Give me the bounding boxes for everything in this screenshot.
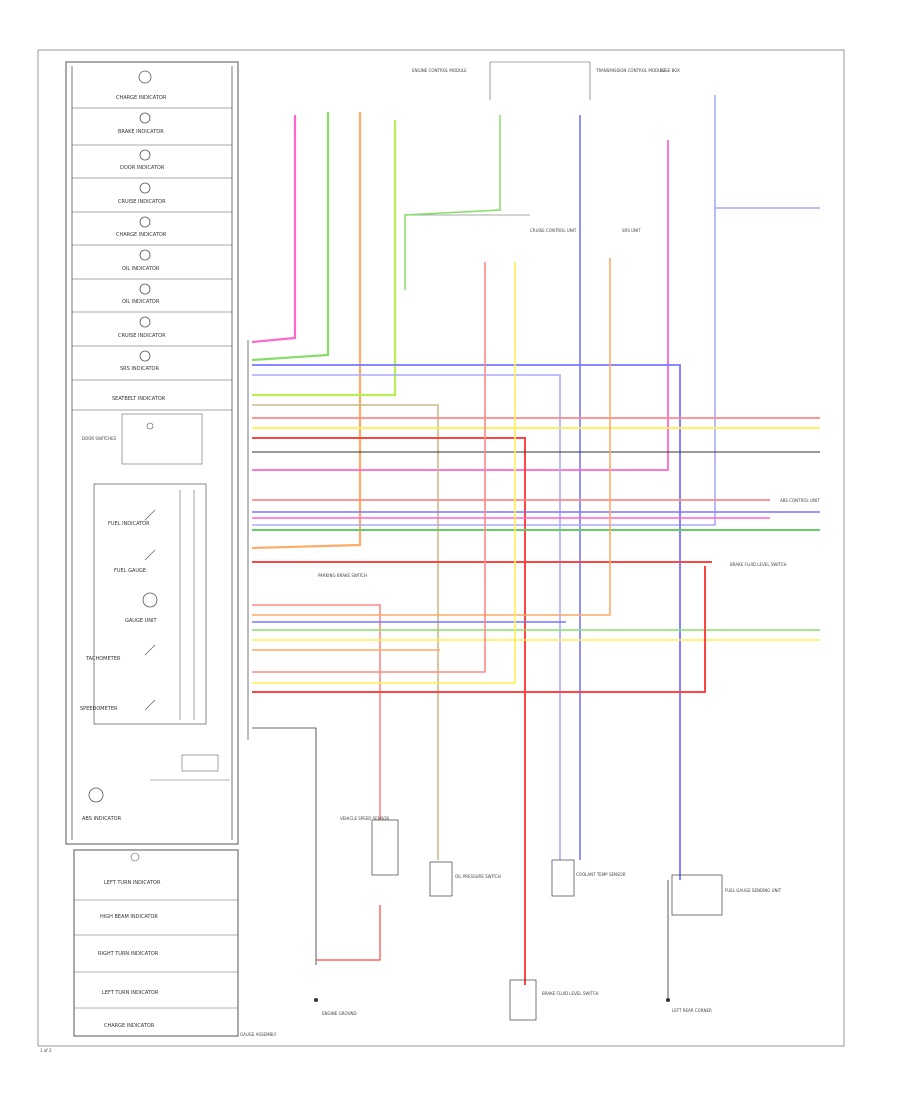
brake-fluid-box xyxy=(509,979,537,1021)
harness-wires xyxy=(251,95,820,1000)
cluster-indicators: CHARGE INDICATOR BRAKE INDICATOR DOOR IN… xyxy=(72,70,232,465)
fuel-gauge-label: FUEL GAUGE xyxy=(114,568,146,574)
fuse-box-label: FUSE BOX xyxy=(660,68,680,73)
gauge-assembly-box xyxy=(65,61,239,845)
fuel-sending-box xyxy=(671,874,723,916)
indicator-row: CHARGE INDICATOR xyxy=(72,216,232,246)
indicator-label: OIL INDICATOR xyxy=(122,266,160,272)
indicator-label: CHARGE INDICATOR xyxy=(116,232,167,238)
indicator-label: CRUISE INDICATOR xyxy=(118,333,166,339)
diagram-frame xyxy=(37,49,845,1047)
indicator-row: OIL INDICATOR xyxy=(72,249,232,280)
indicator-label: SRS INDICATOR xyxy=(120,366,159,372)
indicator-row: OIL INDICATOR xyxy=(72,283,232,313)
oil-pressure-box xyxy=(429,861,453,897)
gauge-unit: FUEL INDICATOR FUEL GAUGE GAUGE UNIT TAC… xyxy=(80,490,230,822)
gauge-assembly-label: GAUGE ASSEMBLY xyxy=(240,1032,277,1037)
indicator-label: BRAKE INDICATOR xyxy=(118,129,164,135)
lower-indicator-label: LEFT TURN INDICATOR xyxy=(104,880,161,886)
gauge-unit-box xyxy=(93,483,207,725)
coolant-sensor-label: COOLANT TEMP SENSOR xyxy=(576,872,626,877)
indicator-row: DOOR INDICATOR xyxy=(72,149,232,179)
ground-engine-label: ENGINE GROUND xyxy=(322,1011,357,1016)
coolant-sensor-box xyxy=(551,859,575,897)
srs-unit-label: SRS UNIT xyxy=(622,228,641,233)
indicator-label: CHARGE INDICATOR xyxy=(116,95,167,101)
oil-pressure-label: OIL PRESSURE SWITCH xyxy=(455,874,501,879)
lower-indicator-label: RIGHT TURN INDICATOR xyxy=(98,951,159,957)
speedometer-label: SPEEDOMETER xyxy=(80,706,118,712)
indicator-row: SRS INDICATOR xyxy=(72,350,232,381)
indicator-label: CRUISE INDICATOR xyxy=(118,199,166,205)
indicator-row: BRAKE INDICATOR xyxy=(72,112,232,146)
parking-brake-label: PARKING BRAKE SWITCH xyxy=(318,573,367,578)
brake-fluid-label: BRAKE FLUID LEVEL SWITCH xyxy=(730,562,787,567)
page-id: 1 of 2 xyxy=(40,1048,52,1053)
brake-fluid-switch-label: BRAKE FLUID LEVEL SWITCH xyxy=(542,991,599,996)
tachometer-label: TACHOMETER xyxy=(85,656,121,662)
lower-indicator-box xyxy=(73,849,239,1037)
cruise-control-label: CRUISE CONTROL UNIT xyxy=(530,228,577,233)
lower-indicator-label: CHARGE INDICATOR xyxy=(104,1023,155,1029)
indicator-label: OIL INDICATOR xyxy=(122,299,160,305)
indicator-row: CHARGE INDICATOR xyxy=(72,70,232,109)
ground-left-rear-label: LEFT REAR CORNER xyxy=(672,1008,712,1013)
ecm-label: ENGINE CONTROL MODULE xyxy=(412,68,467,73)
fuel-sending-label: FUEL GAUGE SENDING UNIT xyxy=(725,888,782,893)
lower-indicator-label: LEFT TURN INDICATOR xyxy=(102,990,159,996)
indicator-label: DOOR INDICATOR xyxy=(120,165,165,171)
tcm-label: TRANSMISSION CONTROL MODULE xyxy=(595,68,666,73)
gauge-unit-label: GAUGE UNIT xyxy=(125,618,157,624)
fuel-indicator-label: FUEL INDICATOR xyxy=(108,521,150,527)
ground-symbol: ENGINE GROUND xyxy=(314,998,357,1016)
abs-unit-label: ABS CONTROL UNIT xyxy=(780,498,820,503)
abs-indicator-label: ABS INDICATOR xyxy=(82,816,122,822)
indicator-row: CRUISE INDICATOR xyxy=(72,182,232,213)
ground-symbol: LEFT REAR CORNER xyxy=(666,998,712,1013)
indicator-row: CRUISE INDICATOR xyxy=(72,316,232,347)
lower-indicators: LEFT TURN INDICATOR HIGH BEAM INDICATOR … xyxy=(74,852,238,1029)
door-switches-label: DOOR SWITCHES xyxy=(82,436,117,441)
vehicle-speed-sensor-box xyxy=(371,819,399,876)
lower-indicator-label: HIGH BEAM INDICATOR xyxy=(100,914,158,920)
vss-label: VEHICLE SPEED SENSOR xyxy=(340,816,389,821)
seatbelt-indicator-label: SEATBELT INDICATOR xyxy=(112,396,166,402)
